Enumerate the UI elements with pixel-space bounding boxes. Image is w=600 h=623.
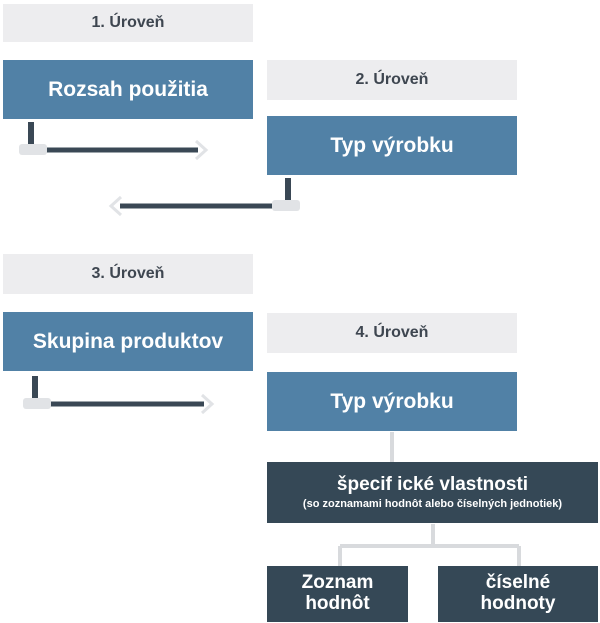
value-list-node: Zoznam hodnôt	[267, 566, 408, 622]
value-list-line1: Zoznam	[301, 572, 374, 594]
numeric-values-line1: číselné	[485, 572, 551, 594]
level2-label: 2. Úroveň	[267, 60, 517, 100]
numeric-values-node: číselné hodnoty	[438, 566, 598, 622]
tree-connectors	[338, 432, 521, 566]
arrow-level2-to-level3	[108, 178, 300, 217]
value-list-line2: hodnôt	[305, 593, 370, 614]
numeric-values-line2: hodnoty	[480, 593, 556, 614]
specific-properties-node: špecif ické vlastnosti (so zoznamami hod…	[267, 462, 598, 523]
level3-node-product-group: Skupina produktov	[3, 312, 253, 371]
specific-properties-subtitle: (so zoznamami hodnôt alebo číselných jed…	[302, 498, 563, 511]
level4-node-product-type: Typ výrobku	[267, 372, 517, 431]
level4-label: 4. Úroveň	[267, 313, 517, 353]
arrow-level1-to-level2	[19, 122, 209, 161]
level2-node-product-type: Typ výrobku	[267, 116, 517, 175]
arrow-level3-to-level4	[23, 376, 215, 415]
level3-label: 3. Úroveň	[3, 254, 253, 294]
level1-node-scope-of-use: Rozsah použitia	[3, 60, 253, 119]
specific-properties-title: špecif ické vlastnosti	[336, 474, 529, 496]
level1-label: 1. Úroveň	[3, 4, 253, 42]
